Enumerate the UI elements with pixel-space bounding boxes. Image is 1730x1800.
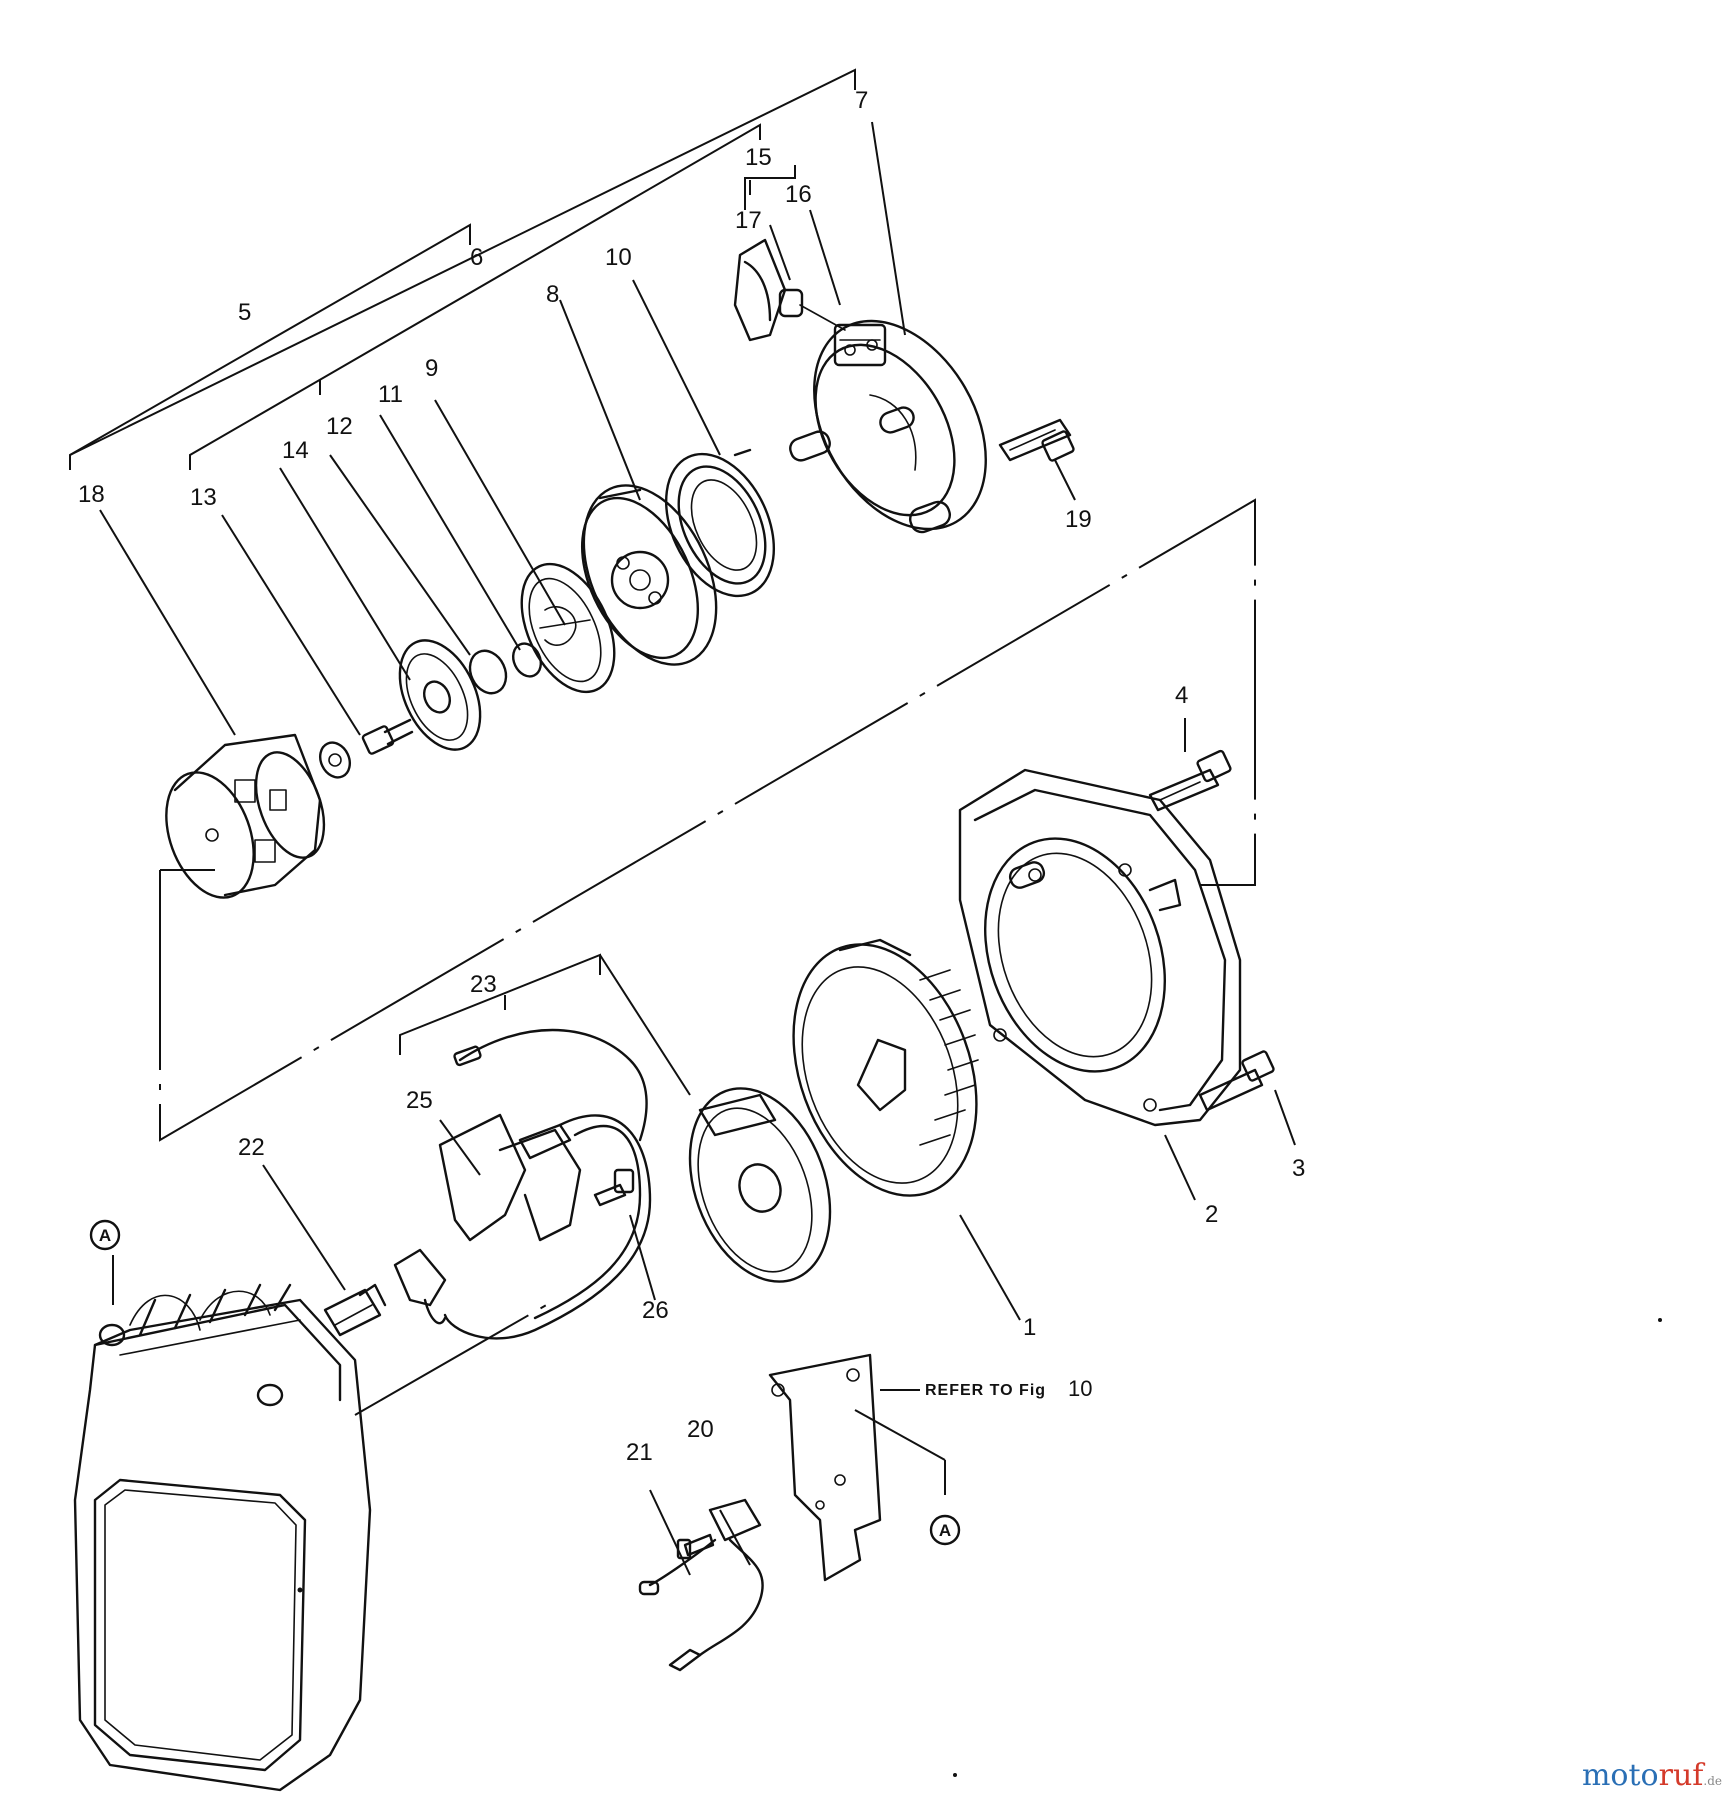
label-part-12: 12	[326, 413, 353, 440]
watermark-brand-part1: moto	[1581, 1758, 1659, 1793]
fan-housing-2	[958, 768, 1242, 1127]
bolt-3	[1198, 1050, 1275, 1112]
spring-12	[468, 649, 508, 695]
label-part-18: 18	[78, 481, 105, 508]
label-part-4: 4	[1175, 682, 1188, 709]
starter-housing	[789, 319, 987, 534]
label-part-7: 7	[855, 87, 868, 114]
label-part-8: 8	[546, 281, 559, 308]
label-part-26: 26	[642, 1297, 669, 1324]
bolt-4	[1148, 749, 1232, 812]
spark-plug-cap	[393, 1248, 447, 1325]
label-part-20: 20	[687, 1416, 714, 1443]
label-part-11: 11	[378, 381, 403, 408]
label-part-5: 5	[238, 299, 251, 326]
small-washer-11	[512, 642, 542, 678]
label-part-23: 23	[470, 971, 497, 998]
kill-switch-20	[638, 1498, 764, 1672]
refer-to-figure-note: REFER TO Fig 10	[925, 1376, 1092, 1401]
label-part-25: 25	[406, 1087, 433, 1114]
svg-text:A: A	[99, 1226, 111, 1245]
reference-marker-a-right: A	[929, 1514, 961, 1546]
leader-lines	[99, 121, 1296, 1576]
screw-21	[676, 1533, 715, 1560]
svg-text:A: A	[939, 1521, 951, 1540]
engine-cylinder	[73, 1283, 372, 1792]
reference-marker-a-left: A	[89, 1219, 121, 1251]
drive-pulley-14	[398, 639, 482, 751]
label-part-14: 14	[282, 437, 309, 464]
group-bracket-lines	[69, 68, 856, 470]
switch-bracket	[768, 1353, 882, 1582]
bolt-26	[593, 1168, 635, 1207]
rope-pulley	[580, 484, 718, 666]
bolt-13	[361, 718, 414, 755]
recoil-spring	[664, 448, 776, 598]
part-number-labels: 1 2 3 4 5 6 7 8 9 10 11 12 13 14 15 16 1…	[78, 87, 1305, 1466]
label-part-2: 2	[1205, 1201, 1218, 1228]
watermark-brand-part2: ruf	[1658, 1758, 1704, 1793]
label-part-17: 17	[735, 207, 762, 234]
starter-cup-18	[165, 733, 326, 899]
spark-plug-22	[323, 1283, 387, 1337]
label-part-1: 1	[1023, 1314, 1036, 1341]
label-part-10: 10	[605, 244, 632, 271]
magnet-rotor	[688, 1087, 832, 1283]
svg-text:REFER TO Fig: REFER TO Fig	[925, 1382, 1046, 1399]
label-part-22: 22	[238, 1134, 265, 1161]
svg-text:10: 10	[1068, 1376, 1092, 1401]
label-part-6: 6	[470, 244, 483, 271]
watermark-domain: .de	[1703, 1774, 1722, 1788]
flywheel-1	[792, 938, 979, 1197]
label-part-3: 3	[1292, 1155, 1305, 1182]
nut	[319, 741, 351, 779]
label-part-16: 16	[785, 181, 812, 208]
label-part-15: 15	[745, 144, 772, 171]
label-part-9: 9	[425, 355, 438, 382]
assembly-centerlines	[159, 498, 1256, 1416]
watermark-logo: motoruf.de	[1582, 1761, 1722, 1796]
starter-handle	[733, 238, 846, 342]
label-part-19: 19	[1065, 506, 1092, 533]
bolt-19	[998, 418, 1075, 462]
ignition-module	[438, 1028, 652, 1340]
label-part-13: 13	[190, 484, 217, 511]
label-part-21: 21	[626, 1439, 653, 1466]
